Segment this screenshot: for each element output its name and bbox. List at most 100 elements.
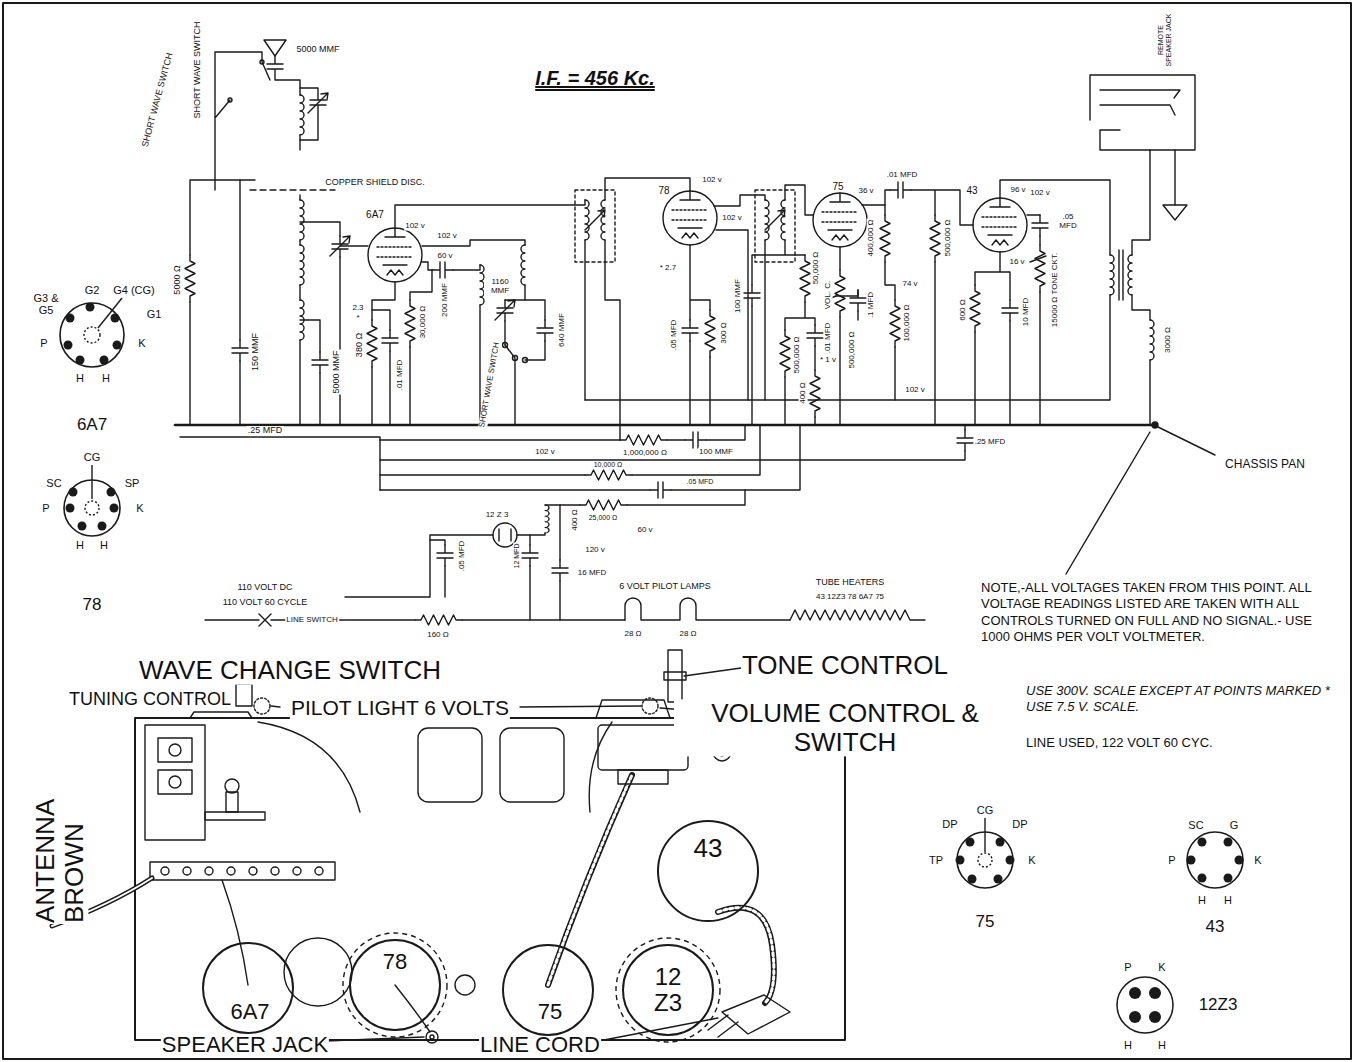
chassis-layout (455, 975, 475, 995)
schematic-label: VOL. C. (824, 280, 833, 310)
if-stage (716, 230, 748, 400)
power-supply (430, 540, 445, 597)
detector-stage (813, 193, 867, 247)
chassis-layout (158, 738, 192, 762)
schematic-label: WAVE CHANGE SWITCH (138, 656, 442, 685)
bias-and-avc-wiring (620, 435, 667, 445)
pin-label: P (41, 502, 50, 514)
tube-outline (956, 818, 1015, 888)
converter-stage (372, 282, 395, 425)
tube-pin (66, 504, 75, 513)
pin-label: P (39, 337, 48, 349)
power-supply (625, 598, 790, 620)
pin-label: K (1027, 854, 1036, 866)
chassis-layout (430, 1035, 434, 1039)
if-stage (605, 178, 690, 200)
tube-shield (343, 933, 447, 1037)
if-stage (785, 185, 813, 215)
schematic-label: 75 (831, 181, 844, 192)
pin-label: CG (83, 451, 102, 463)
pin-label: H (75, 372, 85, 384)
tube-outline (340, 930, 450, 1040)
leader-line (684, 668, 741, 676)
power-supply (205, 505, 925, 626)
pin-label: G1 (146, 308, 163, 320)
detector-stage (780, 330, 790, 377)
power-supply (205, 614, 625, 626)
tube-pin (1006, 856, 1015, 865)
tube-pin (100, 356, 109, 365)
if-stage (755, 190, 795, 262)
chassis-layout (548, 775, 632, 985)
bias-and-avc-wiring (380, 425, 745, 440)
tube-outline (60, 303, 124, 367)
output-stage (1132, 150, 1150, 425)
bias-and-avc-wiring (380, 425, 760, 475)
schematic-label: .05 MFD (458, 540, 467, 573)
if-stage (752, 240, 805, 285)
tube-outline (40, 445, 150, 620)
bias-and-avc-wiring (380, 425, 973, 510)
schematic-label: .01 MFD (886, 171, 919, 180)
detector-stage (785, 302, 815, 425)
schematic-label: TUBE HEATERS (815, 578, 885, 588)
tube-pin (994, 875, 1003, 884)
detector-stage (890, 300, 900, 347)
pin-label: G3 & G5 (31, 292, 61, 316)
schematic-label: TUNING CONTROL (68, 690, 232, 710)
antenna-input-wiring (232, 340, 248, 361)
tube-pin (956, 856, 965, 865)
chassis-tube: 78 (340, 930, 450, 1040)
output-stage (1000, 180, 1110, 255)
converter-stage (422, 262, 480, 270)
tube-outline (203, 943, 293, 1033)
detector-stage (807, 325, 823, 346)
cap-pin (84, 327, 100, 343)
antenna-input-wiring (185, 255, 195, 302)
schematic-label: 102 v (436, 232, 458, 241)
bias-and-avc-wiring (580, 500, 627, 510)
detector-stage (862, 205, 895, 400)
leader-line (1066, 427, 1215, 574)
schematic-label: 30,000 Ω (419, 305, 428, 340)
tube-name: 12Z3 (1198, 996, 1239, 1015)
pin-label: K (1157, 961, 1166, 973)
chassis-layout (190, 712, 252, 718)
detector-stage (880, 215, 890, 262)
chassis-layout (596, 700, 670, 718)
schematic-label: 380 Ω (355, 332, 365, 358)
chassis-layout (708, 1015, 738, 1037)
if-stage (714, 195, 765, 206)
chassis-layout (183, 867, 191, 875)
converter-stage (372, 310, 390, 425)
power-supply (545, 505, 549, 533)
pin-label: H (1223, 894, 1233, 906)
tube-pin (98, 522, 107, 531)
pin-label: P (1123, 961, 1132, 973)
chassis-layout (293, 867, 301, 875)
pin-label: H (1197, 894, 1207, 906)
chassis-layout (395, 985, 430, 1032)
converter-stage (505, 345, 515, 425)
converter-stage (367, 320, 377, 367)
tube-name: 6A7 (229, 1000, 270, 1024)
schematic-label: 74 v (901, 280, 918, 289)
tube-name: 43 (693, 834, 724, 863)
schematic-label: * (355, 314, 360, 323)
schematic-label: 12 Z 3 (485, 511, 510, 520)
schematic-label: 6 VOLT PILOT LAMPS (618, 582, 712, 592)
output-stage (585, 295, 1110, 400)
chassis-tube: 12 Z3 (613, 935, 723, 1045)
leader-line (98, 298, 122, 328)
schematic-label: 102 v (534, 448, 556, 457)
schematic-label: 28 Ω (623, 630, 642, 639)
schematic-label: 500,000 Ω (793, 335, 802, 374)
schematic-label: 16 MFD (577, 569, 607, 578)
tube-pin (1129, 1011, 1141, 1023)
schematic-label: .01 MFD (824, 322, 833, 355)
antenna-input-wiring (264, 40, 286, 56)
schematic-label: 12 MFD (513, 543, 521, 570)
output-stage (585, 75, 1195, 425)
pin-label: SP (124, 477, 141, 489)
if-stage (705, 310, 715, 357)
